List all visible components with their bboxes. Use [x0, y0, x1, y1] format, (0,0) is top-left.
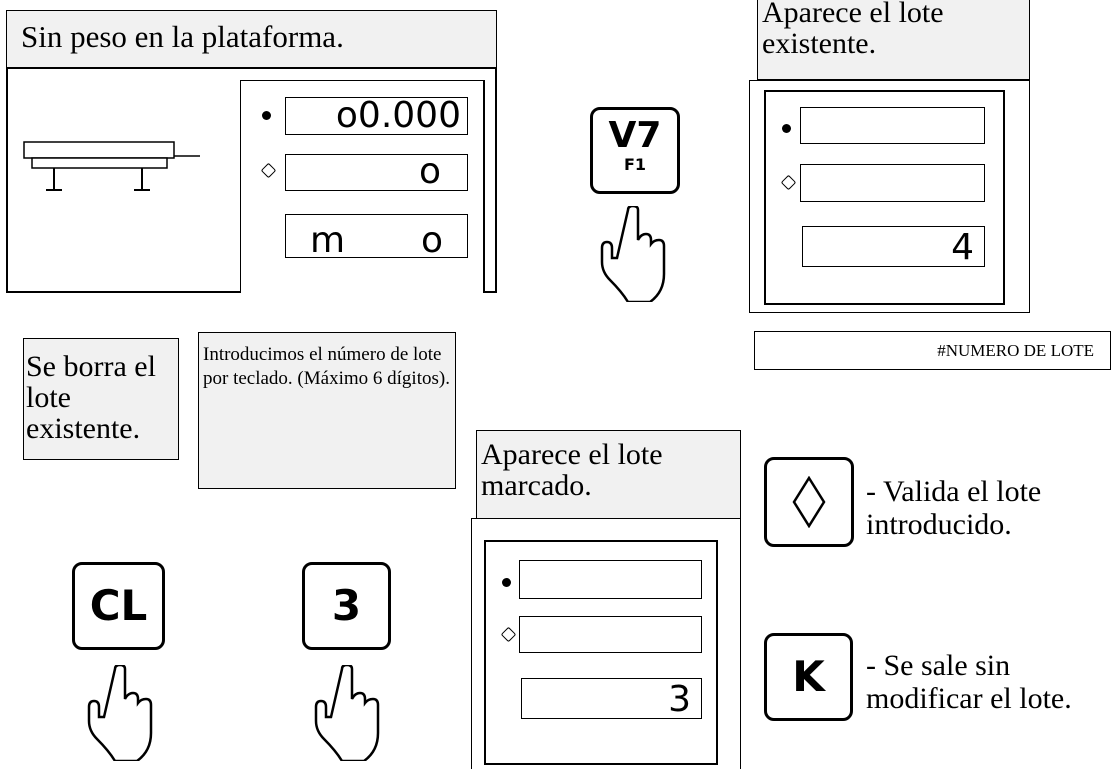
indicator-filled-icon	[502, 578, 511, 587]
indicator-filled-icon	[262, 111, 271, 120]
panel3-field-1	[519, 560, 702, 599]
panel2-lot-display: 4	[802, 226, 985, 267]
digit-3-key[interactable]: 3	[302, 562, 391, 650]
panel2-field-1	[800, 107, 985, 144]
weight-display: o0.000	[285, 97, 468, 135]
panel3-caption: Aparece el lote marcado.	[476, 430, 741, 520]
v7-f1-key[interactable]: V7 F1	[590, 107, 680, 194]
panel2-caption: Aparece el lote existente.	[757, 0, 1030, 80]
exit-text: - Se sale sin modificar el lote.	[866, 649, 1072, 715]
weighing-platform-icon	[23, 141, 200, 191]
validate-key[interactable]	[764, 457, 854, 547]
panel2-field-2	[800, 164, 985, 202]
validate-text: - Valida el lote introducido.	[866, 475, 1042, 541]
enter-step-text: Introducimos el número de lote por tecla…	[198, 332, 456, 489]
third-display: m o	[285, 214, 468, 258]
k-key[interactable]: K	[764, 633, 853, 721]
pointing-hand-icon	[87, 665, 153, 761]
pointing-hand-icon	[600, 206, 666, 302]
lot-number-label: #NUMERO DE LOTE	[754, 331, 1111, 370]
clear-step-text: Se borra el lote existente.	[23, 338, 179, 460]
indicator-filled-icon	[782, 124, 791, 133]
pointing-hand-icon	[314, 665, 380, 761]
cl-key[interactable]: CL	[72, 562, 165, 650]
panel3-field-2	[519, 616, 702, 653]
panel1-caption: Sin peso en la plataforma.	[6, 10, 497, 68]
panel3-lot-display: 3	[521, 678, 702, 719]
diamond-key-icon	[792, 475, 826, 529]
second-display: o	[285, 154, 468, 191]
